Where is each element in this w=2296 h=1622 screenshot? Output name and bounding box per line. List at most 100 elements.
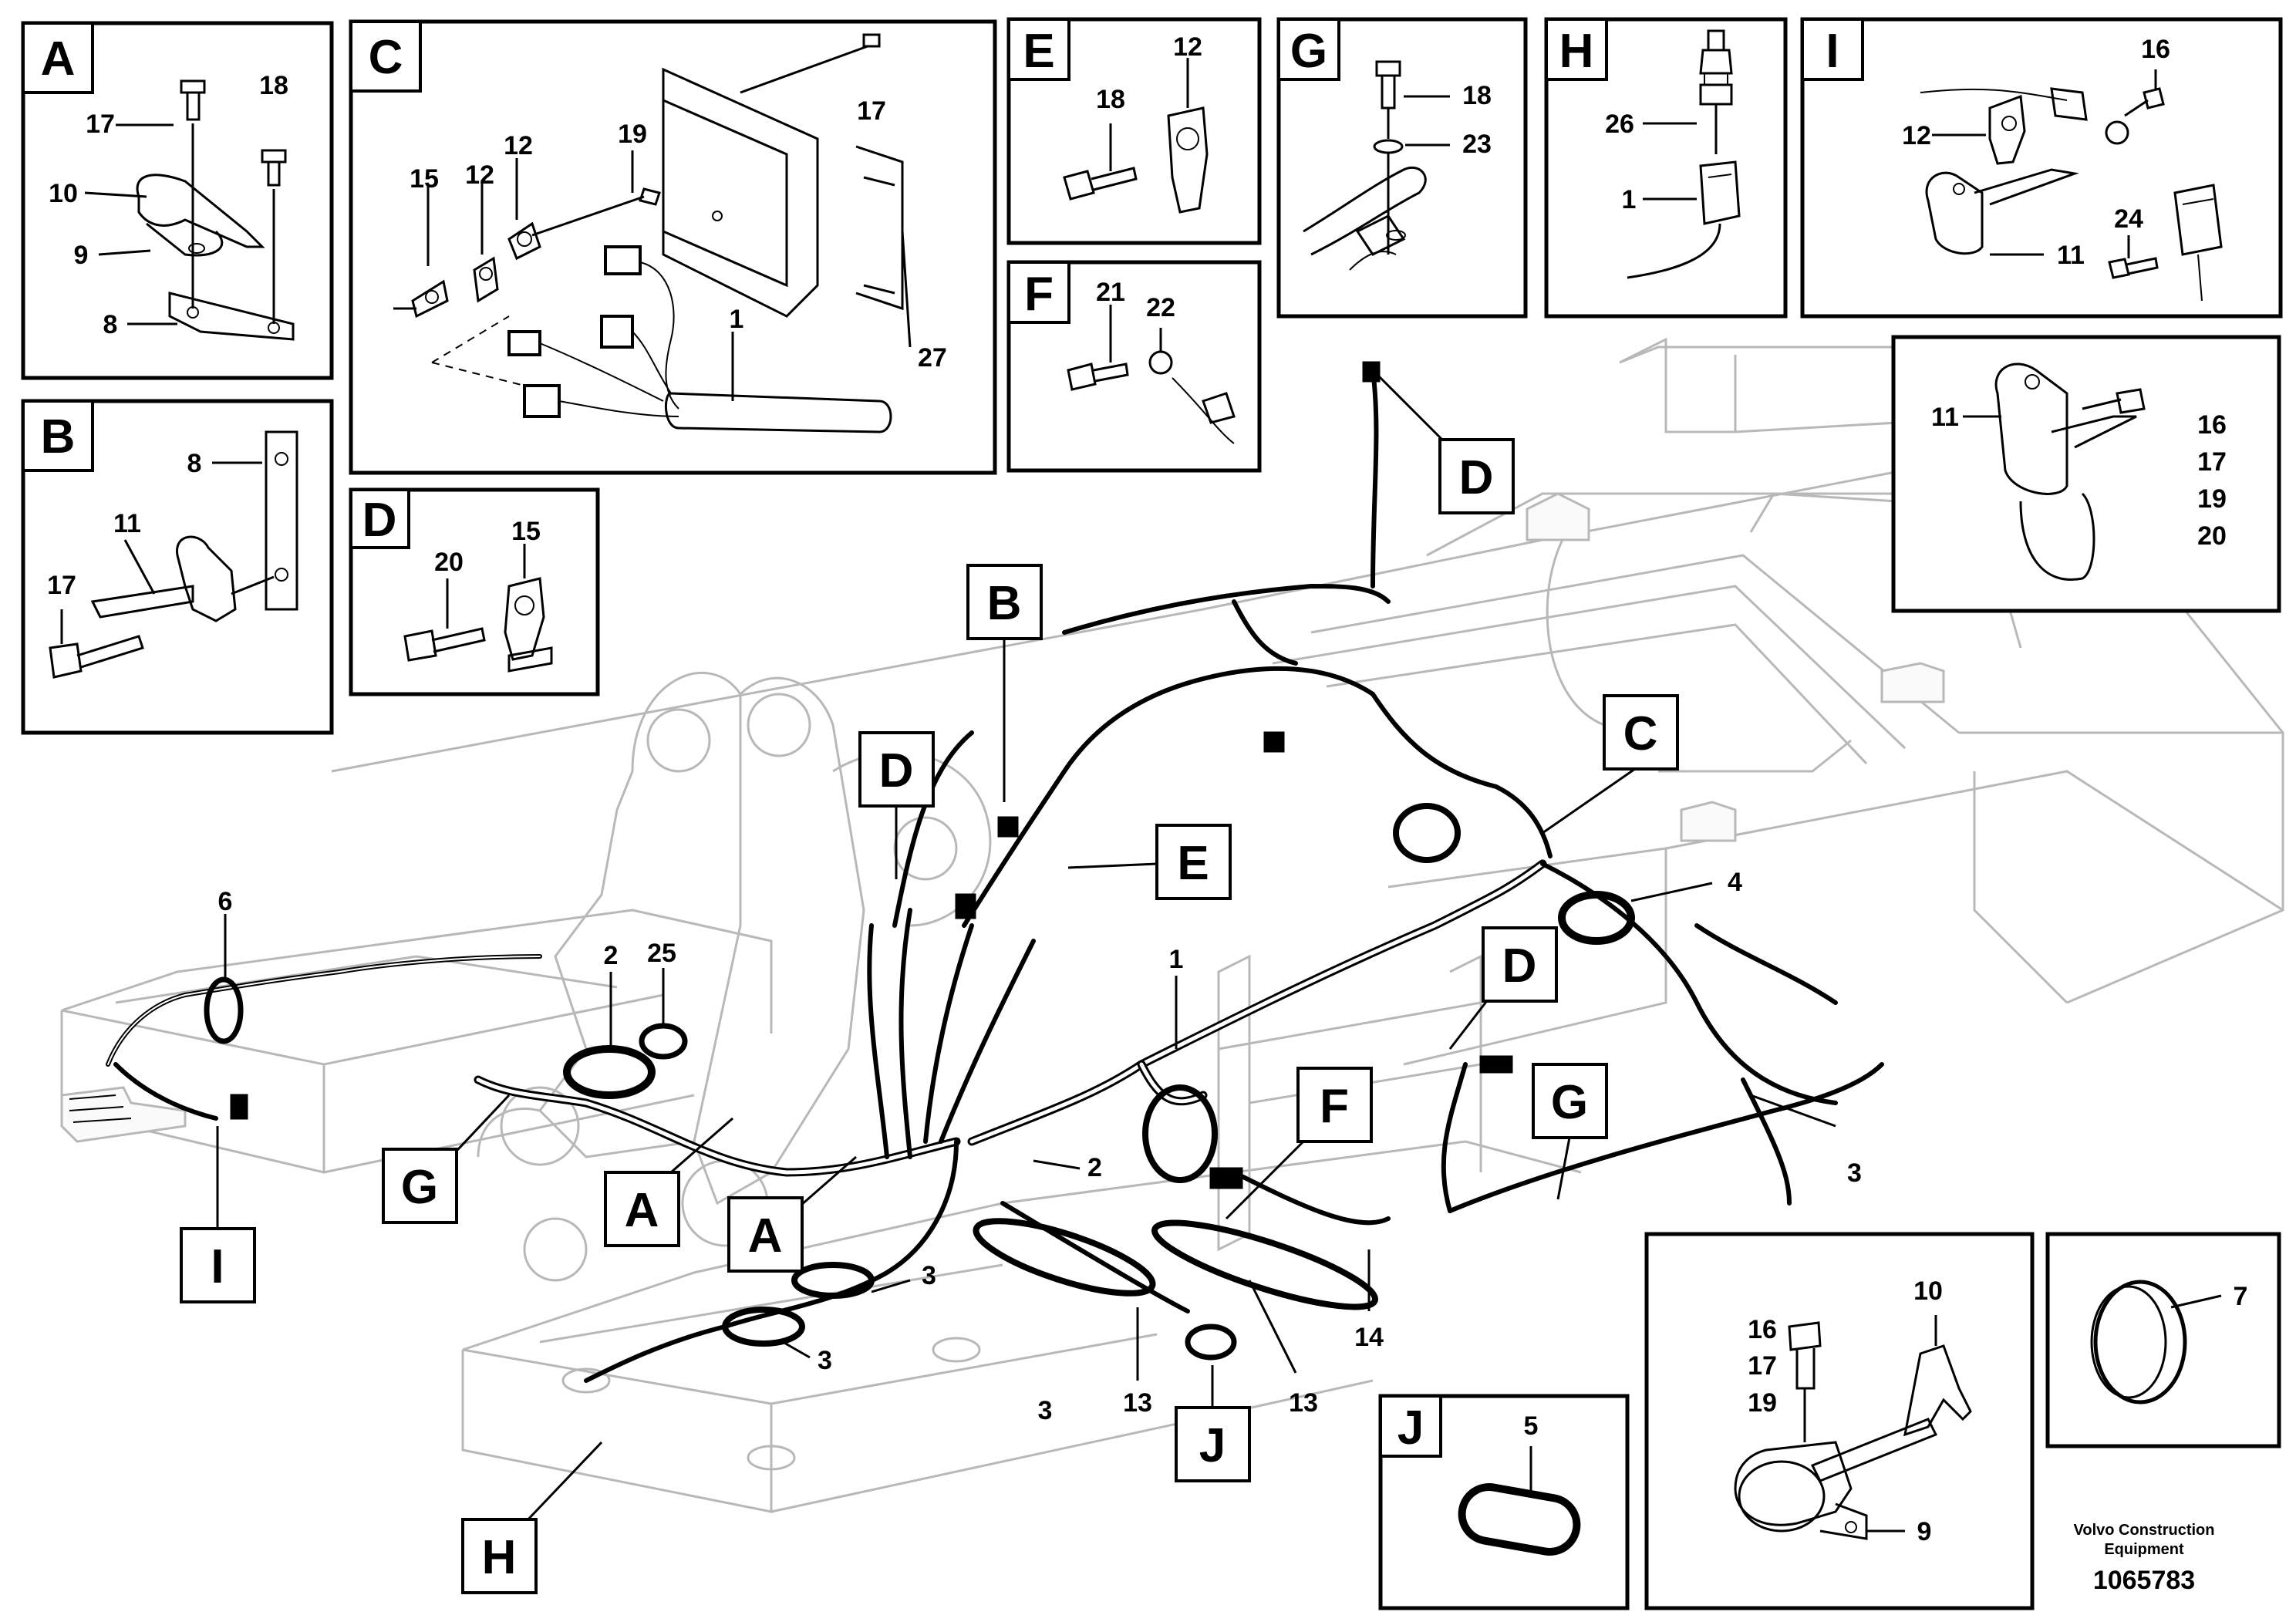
panel-a-label-9: 9 [74, 241, 89, 270]
main-num-3d: 3 [1038, 1396, 1053, 1425]
panel-a-letter: A [41, 32, 76, 86]
panel-b-letter: B [41, 410, 76, 464]
panel-k-label-20: 20 [2197, 521, 2227, 551]
wiring-harness [106, 361, 1884, 1383]
callout-f: F [1320, 1080, 1349, 1133]
main-num-3b: 3 [922, 1261, 936, 1290]
main-num-13a: 13 [1123, 1388, 1152, 1418]
callout-a1: A [625, 1184, 659, 1237]
callout-d3: D [1502, 939, 1537, 993]
callout-d3-box [1482, 926, 1558, 1003]
callout-d1-box [858, 731, 935, 808]
detail-panel-h: H 26 1 [1544, 17, 1788, 319]
panel-k-label-17: 17 [2197, 447, 2227, 477]
panel-f-letter: F [1024, 268, 1054, 321]
detail-panel-cap: 7 [2045, 1232, 2281, 1448]
callout-e: E [1177, 837, 1209, 890]
detail-panel-a: A 17 18 10 9 8 [21, 21, 334, 380]
callout-i-box [180, 1227, 256, 1303]
detail-panel-i: I 16 12 11 24 [1800, 17, 2283, 319]
credit-line1: Volvo Construction [2074, 1522, 2215, 1539]
panel-e-label-18: 18 [1096, 85, 1125, 114]
callout-c: C [1623, 707, 1658, 760]
panel-c-label-1: 1 [730, 305, 744, 334]
callout-d1: D [879, 744, 914, 798]
panel-b-label-8: 8 [187, 449, 202, 478]
main-callouts: B D D C E D G F A A [180, 373, 1679, 1594]
panel-l-label-16: 16 [1748, 1315, 1777, 1344]
callout-b: B [987, 577, 1022, 630]
callout-g1: G [1551, 1076, 1588, 1129]
panel-a-label-17: 17 [86, 110, 115, 139]
callout-e-box [1155, 824, 1232, 900]
panel-c-label-17: 17 [857, 96, 886, 126]
panel-d-letter: D [362, 494, 397, 547]
callout-h-box [461, 1518, 538, 1594]
panel-a-label-10: 10 [49, 179, 78, 208]
panel-i-label-12: 12 [1902, 121, 1931, 150]
callout-g1-box [1532, 1063, 1608, 1139]
panel-e-label-12: 12 [1173, 32, 1202, 62]
panel-k-label-11: 11 [1931, 403, 1959, 432]
panel-d-label-20: 20 [434, 548, 464, 577]
panel-g-label-23: 23 [1462, 130, 1492, 159]
main-num-6: 6 [218, 887, 233, 916]
callout-j-box [1175, 1406, 1251, 1482]
panel-k-label-19: 19 [2197, 484, 2227, 514]
callout-a2: A [748, 1209, 783, 1263]
credit-block: Volvo Construction Equipment 1065783 [2074, 1522, 2215, 1595]
panel-g-label-18: 18 [1462, 81, 1492, 110]
panel-l-label-10: 10 [1913, 1276, 1943, 1306]
panel-d-label-15: 15 [511, 517, 541, 546]
panel-h-label-1: 1 [1622, 185, 1637, 214]
detail-panel-g: G 18 23 [1276, 17, 1528, 319]
panel-m-label-7: 7 [2234, 1282, 2248, 1311]
detail-panel-c: C 17 27 15 12 12 19 [349, 19, 997, 475]
machine-frame [60, 337, 2284, 1513]
main-num-2a: 2 [604, 941, 619, 970]
panel-c-letter: C [369, 31, 403, 84]
part-number: 1065783 [2093, 1566, 2195, 1595]
callout-g2-box [382, 1148, 458, 1224]
callout-h: H [482, 1531, 517, 1584]
callout-f-box [1296, 1067, 1373, 1143]
callout-d2-box [1438, 438, 1515, 514]
panel-h-letter: H [1559, 25, 1594, 78]
detail-panel-j: J 5 [1378, 1394, 1630, 1610]
panel-b-label-11: 11 [113, 509, 141, 538]
credit-line2: Equipment [2104, 1541, 2184, 1558]
panel-i-label-16: 16 [2141, 35, 2170, 64]
main-num-13b: 13 [1289, 1388, 1318, 1418]
panel-c-label-15: 15 [410, 164, 439, 194]
panel-c-label-27: 27 [918, 343, 947, 373]
panel-a-label-18: 18 [259, 71, 288, 100]
panel-j-letter: J [1397, 1401, 1424, 1455]
panel-h-label-26: 26 [1605, 110, 1634, 139]
main-num-4: 4 [1728, 868, 1742, 897]
panel-k-label-16: 16 [2197, 410, 2227, 440]
panel-i-letter: I [1826, 25, 1839, 78]
panel-f-label-22: 22 [1146, 293, 1175, 322]
main-num-1: 1 [1169, 945, 1184, 974]
panel-l-label-19: 19 [1748, 1388, 1777, 1418]
main-num-3c: 3 [818, 1346, 832, 1375]
panel-c-label-12b: 12 [504, 131, 533, 160]
panel-g-letter: G [1290, 25, 1327, 78]
callout-d2: D [1459, 451, 1494, 504]
panel-a-label-8: 8 [103, 310, 118, 339]
panel-b-label-17: 17 [47, 571, 76, 600]
detail-panel-f: F 21 22 [1006, 260, 1262, 473]
callout-c-box [1603, 694, 1679, 771]
panel-c-label-12a: 12 [465, 160, 494, 190]
callout-g2: G [401, 1161, 438, 1214]
callout-a1-box [604, 1171, 680, 1247]
detail-panel-e: E 12 18 [1006, 17, 1262, 245]
callout-b-box [966, 564, 1043, 640]
main-num-14: 14 [1354, 1323, 1384, 1352]
main-num-25: 25 [647, 939, 676, 968]
panel-l-label-9: 9 [1917, 1517, 1932, 1546]
detail-panel-d: D 15 20 [349, 487, 600, 696]
detail-panel-bracket: 11 16 17 19 20 [1891, 335, 2281, 613]
callout-j: J [1199, 1419, 1226, 1472]
